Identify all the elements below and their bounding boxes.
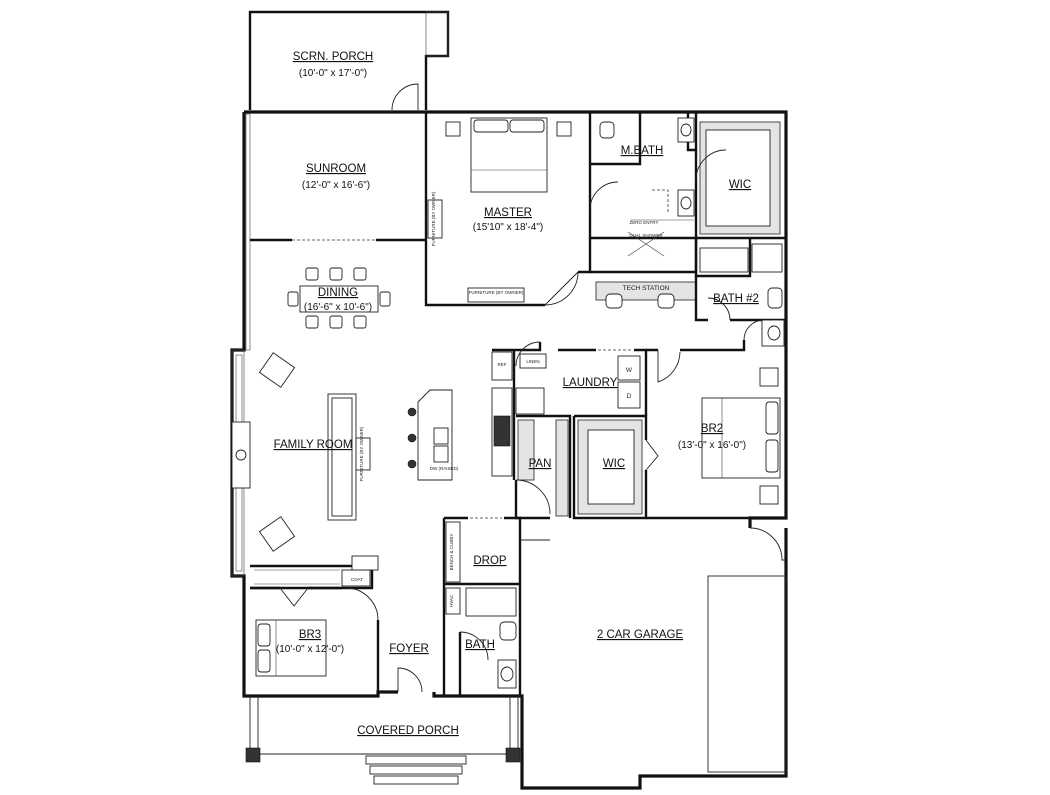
label-m-bath: M.BATH bbox=[621, 145, 664, 157]
dims-sunroom: (12'-0" x 16'-6") bbox=[302, 180, 370, 191]
label-br2: BR2 bbox=[701, 423, 723, 435]
br2 bbox=[646, 348, 786, 561]
note-ref: REF bbox=[498, 362, 507, 367]
label-bath: BATH bbox=[465, 639, 495, 651]
label-tech-station: TECH STATION bbox=[623, 285, 670, 292]
label-sunroom: SUNROOM bbox=[306, 163, 366, 175]
covered-porch bbox=[245, 696, 521, 785]
fixture-notes: FURNITURE (BY OWNER) FURNITURE (BY OWNER… bbox=[351, 191, 664, 607]
label-family-room: FAMILY ROOM bbox=[274, 439, 353, 451]
note-furniture-family: FURNITURE (BY OWNER) bbox=[359, 426, 364, 481]
label-master: MASTER bbox=[484, 207, 532, 219]
note-furniture-sunroom: FURNITURE (BY OWNER) bbox=[431, 191, 436, 246]
kitchen-island bbox=[407, 389, 453, 481]
note-dryer: D bbox=[627, 393, 632, 400]
sunroom bbox=[250, 112, 428, 242]
note-dual-shower: DUAL SHOWER bbox=[629, 233, 663, 238]
screened-porch bbox=[248, 10, 450, 111]
note-coat: COAT bbox=[351, 577, 363, 582]
note-dw-raised: DW (RAISED) bbox=[430, 466, 459, 471]
label-br3: BR3 bbox=[299, 629, 321, 641]
label-covered-porch: COVERED PORCH bbox=[357, 725, 459, 737]
label-bath2: BATH #2 bbox=[713, 293, 759, 305]
note-furniture-master: FURNITURE (BY OWNER) bbox=[469, 290, 524, 295]
label-foyer: FOYER bbox=[389, 643, 429, 655]
dims-scrn-porch: (10'-0" x 17'-0") bbox=[299, 68, 367, 79]
drop-bath-garage bbox=[442, 516, 787, 773]
dims-br3: (10'-0" x 12'-0") bbox=[276, 644, 344, 655]
tech-station-bath2 bbox=[595, 238, 786, 352]
note-linen: LINEN bbox=[526, 359, 539, 364]
label-wic-br2: WIC bbox=[603, 458, 625, 470]
br3-foyer bbox=[250, 555, 423, 696]
family-room-furniture bbox=[231, 352, 371, 552]
label-laundry: LAUNDRY bbox=[563, 377, 618, 389]
dining-table bbox=[287, 267, 391, 329]
room-labels: SCRN. PORCH (10'-0" x 17'-0") SUNROOM (1… bbox=[274, 51, 759, 737]
note-zero-entry: ZERO ENTRY bbox=[630, 220, 659, 225]
laundry-kitchen bbox=[491, 341, 659, 520]
note-hvac: HVAC bbox=[449, 594, 454, 607]
label-pan: PAN bbox=[529, 458, 552, 470]
dims-dining: (16'-6" x 10'-6") bbox=[304, 302, 372, 313]
note-washer: W bbox=[626, 367, 633, 374]
label-drop: DROP bbox=[473, 555, 507, 567]
label-dining: DINING bbox=[318, 287, 358, 299]
label-garage: 2 CAR GARAGE bbox=[597, 629, 684, 641]
dims-master: (15'10" x 18'-4") bbox=[473, 222, 543, 233]
label-scrn-porch: SCRN. PORCH bbox=[293, 51, 374, 63]
note-bench-cubby: BENCH & CUBBY bbox=[449, 534, 454, 571]
label-wic-master: WIC bbox=[729, 179, 751, 191]
dims-br2: (13'-0" x 16'-0") bbox=[678, 440, 746, 451]
master-bath bbox=[590, 112, 786, 274]
